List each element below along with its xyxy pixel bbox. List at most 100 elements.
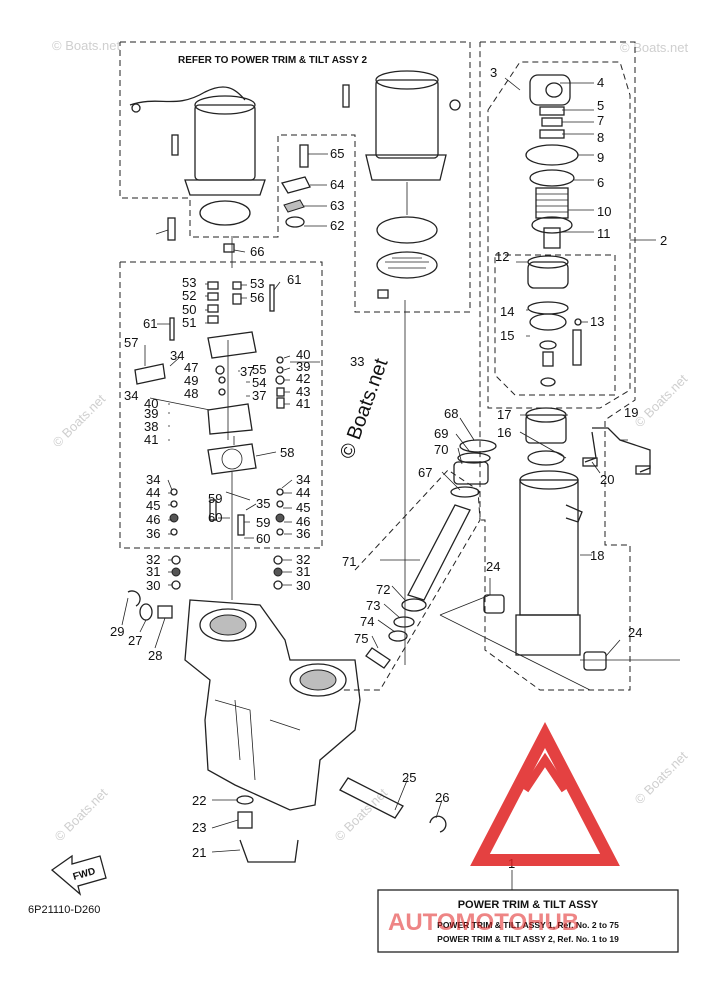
watermark-center: © Boats.net — [336, 355, 393, 461]
motor-body-left — [194, 104, 256, 181]
valve-ring-small — [539, 340, 557, 350]
callout-34c: 34 — [146, 472, 160, 487]
part-23-plug — [237, 811, 253, 829]
plug-43 — [276, 387, 285, 397]
part-11-stem — [543, 227, 561, 249]
part-10-spring — [535, 187, 569, 219]
callout-64: 64 — [330, 177, 344, 192]
assy2-motor-boundary — [119, 41, 471, 313]
callout-63: 63 — [330, 198, 344, 213]
part-13-spring — [572, 329, 582, 366]
callout-34b: 34 — [124, 388, 138, 403]
bolt-60a — [209, 499, 217, 521]
watermark-bottom-mid: © Boats.net — [332, 785, 391, 844]
callout-34d: 34 — [296, 472, 310, 487]
oring-27 — [139, 603, 153, 621]
ring-44a — [170, 488, 178, 496]
part-24-bushing-b — [583, 651, 607, 671]
callout-45a: 45 — [146, 498, 160, 513]
motor-bolt-center — [342, 84, 350, 108]
trim-cylinder-assembly — [365, 439, 497, 669]
manifold-outline — [184, 599, 361, 811]
piston-valve-boundary — [494, 254, 616, 396]
ptt-motor-left — [129, 86, 266, 226]
callout-62: 62 — [330, 218, 344, 233]
callout-54: 54 — [252, 375, 266, 390]
manifold-housing — [184, 599, 361, 811]
manifold-port-right-inner — [299, 669, 337, 691]
callout-60a: 60 — [208, 510, 222, 525]
callout-36b: 36 — [296, 526, 310, 541]
valve-body-lower — [207, 403, 253, 435]
callout-11: 11 — [597, 226, 611, 241]
part-75-valve — [365, 647, 391, 669]
callouts: 65 64 63 62 66 53 52 50 51 53 56 61 61 5… — [110, 65, 667, 871]
callout-38: 38 — [144, 419, 158, 434]
manifold-port-right — [289, 663, 347, 697]
manifold-ribs — [214, 699, 301, 781]
callout-41a: 41 — [296, 396, 310, 411]
ring-39 — [276, 366, 284, 374]
callout-4: 4 — [597, 75, 604, 90]
motor-top-center — [375, 70, 439, 90]
callout-68: 68 — [444, 406, 458, 421]
filter-plug — [377, 289, 389, 299]
ring-46a — [169, 513, 179, 523]
part-4-eye — [529, 74, 571, 106]
callout-74: 74 — [360, 614, 374, 629]
callout-46a: 46 — [146, 512, 160, 527]
part-6 — [529, 169, 575, 187]
spring-53b — [232, 281, 242, 290]
trim-cylinder-boundary — [340, 469, 481, 691]
ring-31b — [273, 567, 283, 577]
callout-32b: 32 — [296, 552, 310, 567]
plate-57 — [134, 363, 166, 385]
watermark-mid-left: © Boats.net — [50, 391, 109, 450]
part-73-ring — [393, 616, 415, 628]
watermark-mid-right: © Boats.net — [632, 371, 691, 430]
ring-30b — [273, 580, 283, 590]
legend-title: POWER TRIM & TILT ASSY — [458, 899, 599, 911]
watermark-top-left: © Boats.net — [52, 38, 121, 53]
brand-logo-triangle — [470, 721, 620, 866]
part-69-ring — [457, 452, 491, 464]
part-16-oring — [527, 450, 565, 466]
watermark-bottom-left: © Boats.net — [52, 785, 111, 844]
part-11-top — [531, 216, 573, 234]
callout-58: 58 — [280, 445, 294, 460]
callout-17: 17 — [497, 407, 511, 422]
spring-53a — [207, 281, 219, 290]
callout-25: 25 — [402, 770, 416, 785]
callout-12: 12 — [495, 249, 509, 264]
callout-70: 70 — [434, 442, 448, 457]
callout-30b: 30 — [296, 578, 310, 593]
brand-logo-peak — [521, 752, 569, 793]
part-4-eye-hole — [545, 82, 563, 98]
part-62-seal — [285, 216, 305, 228]
valve-group-parts — [134, 281, 285, 536]
callout-51: 51 — [182, 315, 196, 330]
callout-52: 52 — [182, 288, 196, 303]
wire-terminal — [131, 103, 141, 113]
watermark-top-right: © Boats.net — [620, 40, 689, 55]
part-21-pipe — [239, 839, 299, 863]
part-10-coils — [536, 193, 568, 213]
callout-28: 28 — [148, 648, 162, 663]
part-25-shaft — [339, 777, 404, 819]
part-20-fitting-a — [582, 457, 598, 467]
callout-42: 42 — [296, 371, 310, 386]
part-20-fitting-b — [635, 465, 651, 475]
part-68-ring — [459, 439, 497, 453]
motor-lead-wire — [129, 86, 246, 106]
callout-30a: 30 — [146, 578, 160, 593]
callout-55: 55 — [252, 362, 266, 377]
part-65-bolt — [299, 144, 309, 168]
part-63-screen — [283, 199, 305, 213]
fwd-arrow: FWD — [50, 854, 107, 896]
part-8 — [539, 129, 565, 139]
part-7 — [541, 117, 563, 127]
ptt-motor-center — [342, 70, 461, 299]
spring-41 — [276, 397, 285, 409]
part-5 — [539, 106, 565, 116]
part-70-cap — [453, 461, 489, 485]
